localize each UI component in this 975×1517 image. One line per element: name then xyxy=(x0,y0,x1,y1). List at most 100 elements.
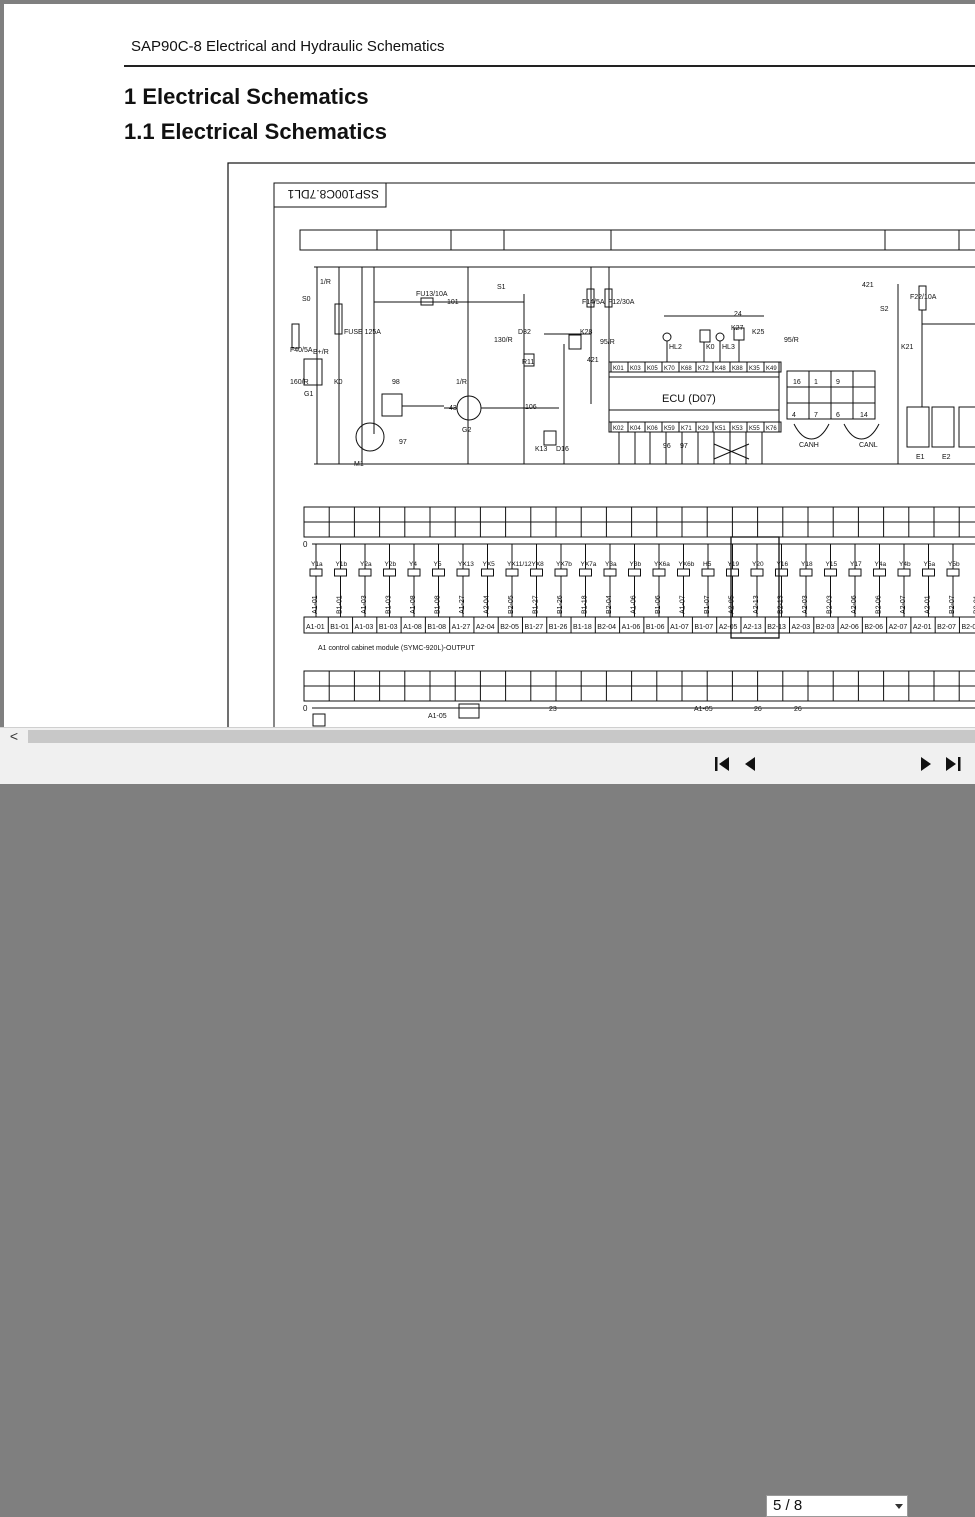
schematic-component-label: K28 xyxy=(580,329,593,336)
previous-page-icon xyxy=(739,752,763,776)
ecu-pin-label: K35 xyxy=(749,366,760,372)
terminal-row-label: B2-03 xyxy=(816,624,835,631)
ecu-pin-label: K72 xyxy=(698,366,709,372)
solenoid-label: Y19 xyxy=(728,561,740,568)
solenoid-label: Y20 xyxy=(752,561,764,568)
schematic-component-label: 98 xyxy=(392,379,400,386)
last-page-icon xyxy=(941,752,965,776)
terminal-vertical-label: A2-06 xyxy=(851,595,858,614)
schematic-component-label: FU13/10A xyxy=(416,291,448,298)
solenoid-label: Y2b xyxy=(385,561,397,568)
terminal-vertical-label: A2-01 xyxy=(925,595,932,614)
solenoid-label: YX6a xyxy=(654,561,670,568)
terminal-vertical-label: B1-18 xyxy=(582,595,589,614)
ecu-pin-label: K02 xyxy=(613,426,624,432)
terminal-vertical-label: A2-04 xyxy=(484,595,491,614)
document-viewport[interactable]: SAP90C-8 Electrical and Hydraulic Schema… xyxy=(0,0,975,727)
ecu-pin-label: K88 xyxy=(732,366,743,372)
schematic-component-label: CANH xyxy=(799,442,819,449)
ecu-pin-label: K49 xyxy=(766,366,777,372)
last-page-button[interactable] xyxy=(941,752,965,776)
rail-zero-label-bottom: 0 xyxy=(303,704,308,713)
terminal-row-label: A2-01 xyxy=(913,624,932,631)
schematic-component-label: B+/R xyxy=(313,349,329,356)
schematic-component-label: G1 xyxy=(304,391,313,398)
next-page-button[interactable] xyxy=(913,752,937,776)
ecu-pin-label: K03 xyxy=(630,366,641,372)
terminal-vertical-label: B2-06 xyxy=(876,595,883,614)
ecu-pin-label: K59 xyxy=(664,426,675,432)
schematic-component-label: R11 xyxy=(522,359,534,366)
schematic-component-label: 160/R xyxy=(290,379,309,386)
terminal-row-label: B2-13 xyxy=(767,624,786,631)
schematic-component-label: 421 xyxy=(862,282,874,289)
terminal-vertical-label: B1-27 xyxy=(533,595,540,614)
solenoid-label: Y1a xyxy=(311,561,323,568)
solenoid-label: H5 xyxy=(703,561,712,568)
ecu-pin-label: K55 xyxy=(749,426,760,432)
terminal-row-label: A1-08 xyxy=(403,624,422,631)
terminal-vertical-label: A1-27 xyxy=(459,595,466,614)
schematic-component-label: 95/R xyxy=(600,339,615,346)
schematic-component-label: M1 xyxy=(354,461,364,468)
solenoid-label: Y4b xyxy=(899,561,911,568)
schematic-component-label: K27 xyxy=(731,325,744,332)
schematic-component-label: S2 xyxy=(880,306,889,313)
terminal-row-label: A2-03 xyxy=(792,624,811,631)
schematic-component-label: 106 xyxy=(525,404,537,411)
drawing-id-label: SSP100C8.7DL1 xyxy=(287,187,379,201)
schematic-component-label: K25 xyxy=(752,329,765,336)
schematic-bottom-label: A1-05 xyxy=(694,706,713,713)
page-indicator-text: 5 / 8 xyxy=(773,1497,802,1514)
schematic-component-label: 97 xyxy=(399,439,407,446)
terminal-row-label: A1-03 xyxy=(355,624,374,631)
solenoid-label: Y4 xyxy=(409,561,417,568)
schematic-component-label: K21 xyxy=(901,344,914,351)
terminal-vertical-label: B1-08 xyxy=(435,595,442,614)
pdf-page: SAP90C-8 Electrical and Hydraulic Schema… xyxy=(4,4,975,727)
terminal-row-label: B2-05 xyxy=(500,624,519,631)
ecu-pin-label: K05 xyxy=(647,366,658,372)
schematic-component-label: K0 xyxy=(706,344,715,351)
solenoid-label: Y5 xyxy=(434,561,442,568)
schematic-component-label: D16 xyxy=(556,446,569,453)
ecu-pin-label: K53 xyxy=(732,426,743,432)
first-page-button[interactable] xyxy=(711,752,735,776)
schematic-component-label: E1 xyxy=(916,454,925,461)
navigation-toolbar: 5 / 8 xyxy=(0,745,975,784)
solenoid-label: Y5b xyxy=(948,561,960,568)
schematic-component-label: 1/R xyxy=(320,279,331,286)
terminal-vertical-label: B1-26 xyxy=(557,595,564,614)
schematic-component-label: F40/5A xyxy=(290,347,313,354)
solenoid-label: YX8 xyxy=(532,561,545,568)
terminal-vertical-label: B1-03 xyxy=(386,595,393,614)
ecu-label: ECU (D07) xyxy=(662,393,716,405)
ecu-pin-label: K68 xyxy=(681,366,692,372)
page-selector[interactable]: 5 / 8 xyxy=(766,1495,908,1517)
schematic-component-label: 6 xyxy=(836,412,840,419)
schematic-bottom-label: 23 xyxy=(549,706,557,713)
horizontal-scrollbar[interactable]: < xyxy=(0,727,975,745)
terminal-row-label: B2-06 xyxy=(864,624,883,631)
previous-page-button[interactable] xyxy=(739,752,763,776)
terminal-vertical-label: A2-05 xyxy=(729,595,736,614)
module-caption: A1 control cabinet module (SYMC-920L)-OU… xyxy=(318,645,476,652)
rail-zero-label: 0 xyxy=(303,540,308,549)
schematic-component-label: K13 xyxy=(535,446,548,453)
schematic-component-label: 101 xyxy=(447,299,459,306)
solenoid-label: Y17 xyxy=(850,561,862,568)
terminal-vertical-label: A2-07 xyxy=(900,595,907,614)
schematic-component-label: D32 xyxy=(518,329,531,336)
electrical-schematic-drawing: SSP100C8.7DL1 ECU (D07) A1 control cabin… xyxy=(4,4,975,727)
scroll-left-button[interactable]: < xyxy=(0,728,28,745)
solenoid-label: YX5 xyxy=(483,561,496,568)
terminal-vertical-label: B2-05 xyxy=(508,595,515,614)
terminal-row-label: A2-07 xyxy=(889,624,908,631)
scrollbar-thumb[interactable] xyxy=(28,730,975,743)
terminal-vertical-label: A2-03 xyxy=(802,595,809,614)
schematic-component-label: S1 xyxy=(497,284,506,291)
terminal-vertical-label: B1-01 xyxy=(337,595,344,614)
terminal-row-label: A1-27 xyxy=(452,624,471,631)
terminal-vertical-label: B1-07 xyxy=(704,595,711,614)
terminal-row-label: B1-07 xyxy=(694,624,713,631)
